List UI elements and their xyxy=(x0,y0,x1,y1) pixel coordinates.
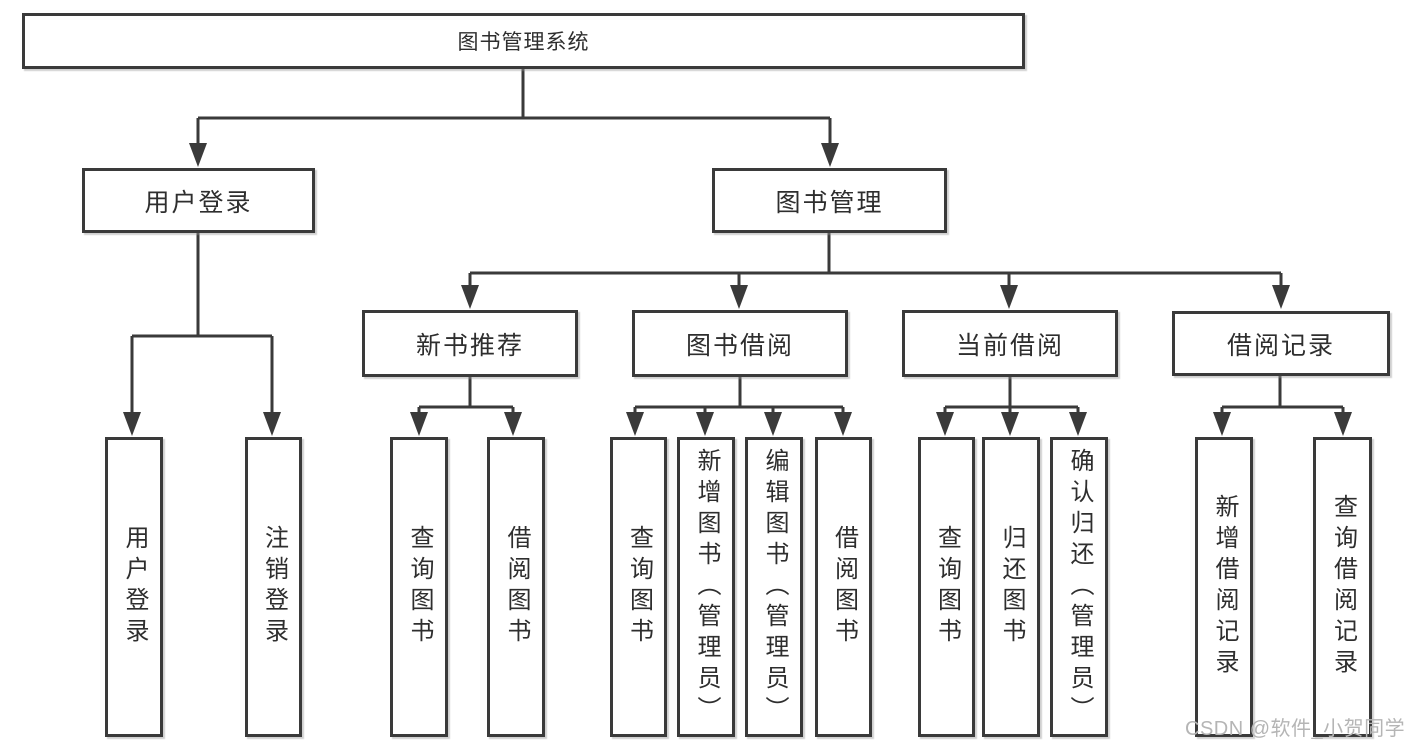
node-label: 注销登录 xyxy=(260,525,288,649)
node-book-management: 图书管理 xyxy=(712,168,947,233)
node-label: 借阅图书 xyxy=(503,525,530,649)
leaf-query-books-current: 查询图书 xyxy=(918,437,975,737)
leaf-confirm-return-admin: 确认归还（管理员） xyxy=(1050,437,1108,737)
leaf-borrow-books: 借阅图书 xyxy=(815,437,872,737)
node-label: 新增借阅记录 xyxy=(1211,494,1238,680)
node-library-management-system: 图书管理系统 xyxy=(22,13,1025,69)
connector-path xyxy=(130,69,1345,414)
leaf-borrow-books-recommendation: 借阅图书 xyxy=(487,437,545,737)
arrowheads xyxy=(123,143,1352,436)
node-label: 当前借阅 xyxy=(955,331,1064,360)
leaf-query-books-recommendation: 查询图书 xyxy=(390,437,448,737)
leaf-user-login: 用户登录 xyxy=(105,437,163,737)
node-borrowing-records: 借阅记录 xyxy=(1172,311,1390,376)
node-book-borrowing: 图书借阅 xyxy=(632,310,848,377)
node-user-login: 用户登录 xyxy=(82,168,315,233)
leaf-add-borrow-record: 新增借阅记录 xyxy=(1195,437,1253,737)
leaf-query-borrow-record: 查询借阅记录 xyxy=(1313,437,1372,737)
node-label: 查询借阅记录 xyxy=(1329,494,1357,680)
leaf-query-books-borrowing: 查询图书 xyxy=(610,437,667,737)
node-new-book-recommendation: 新书推荐 xyxy=(362,310,578,377)
node-label: 查询图书 xyxy=(625,525,653,649)
node-label: 借阅记录 xyxy=(1226,331,1335,360)
leaf-logout: 注销登录 xyxy=(245,437,302,737)
node-label: 图书借阅 xyxy=(685,331,794,360)
node-label: 图书管理系统 xyxy=(457,31,590,54)
node-label: 用户登录 xyxy=(121,525,148,649)
leaf-return-books: 归还图书 xyxy=(982,437,1040,737)
node-label: 查询图书 xyxy=(406,525,433,649)
node-label: 编辑图书（管理员） xyxy=(761,447,788,727)
node-label: 用户登录 xyxy=(144,188,253,217)
node-label: 借阅图书 xyxy=(830,525,858,649)
node-current-borrowing: 当前借阅 xyxy=(902,310,1118,377)
leaf-edit-books-admin: 编辑图书（管理员） xyxy=(745,437,803,737)
csdn-watermark: CSDN @软件_小贺同学 xyxy=(1185,718,1405,740)
node-label: 查询图书 xyxy=(933,525,961,649)
node-label: 新书推荐 xyxy=(415,331,524,360)
node-label: 图书管理 xyxy=(775,188,884,217)
node-label: 新增图书（管理员） xyxy=(693,447,720,727)
leaf-add-books-admin: 新增图书（管理员） xyxy=(677,437,735,737)
node-label: 归还图书 xyxy=(998,525,1025,649)
node-label: 确认归还（管理员） xyxy=(1066,447,1093,727)
